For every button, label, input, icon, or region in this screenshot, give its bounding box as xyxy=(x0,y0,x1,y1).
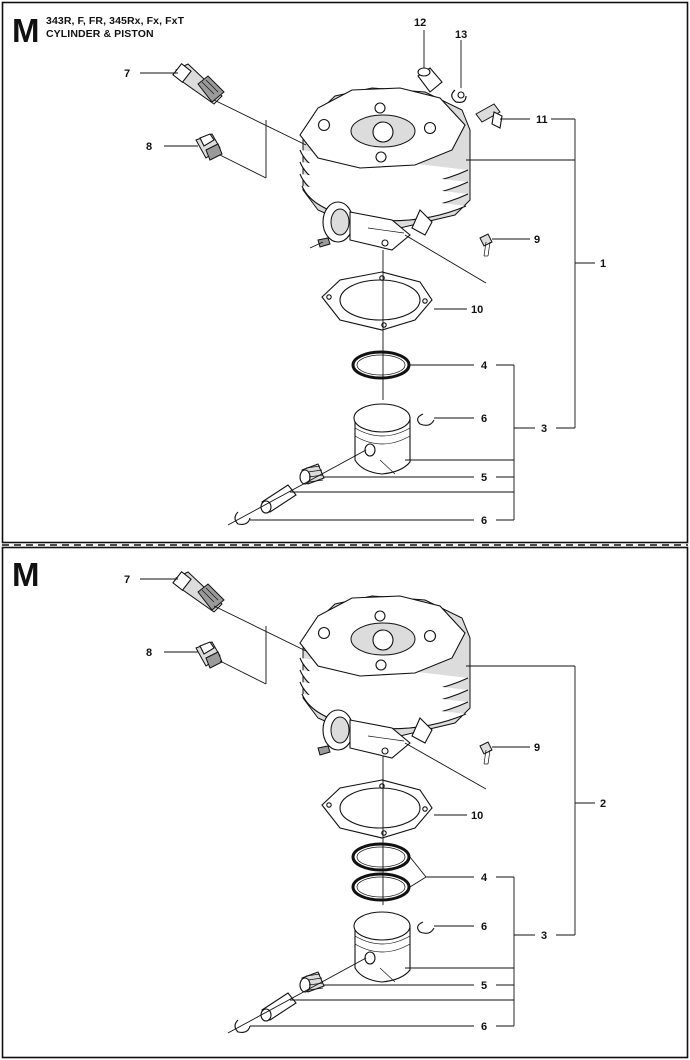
callout-4: 4 xyxy=(481,872,488,884)
cylinder-drawing xyxy=(299,595,471,759)
callout-6b: 6 xyxy=(481,515,487,527)
bottom-panel-border xyxy=(1,546,689,1059)
piston-ring-drawing xyxy=(351,350,411,380)
needle-bearing-drawing xyxy=(299,463,325,485)
callout-6a: 6 xyxy=(481,921,487,933)
piston-drawing xyxy=(353,403,411,475)
callout-8: 8 xyxy=(146,647,152,659)
callout-5: 5 xyxy=(481,980,487,992)
callout-1: 1 xyxy=(600,258,606,270)
leader-lines xyxy=(140,578,595,1034)
snap-ring-drawing xyxy=(417,921,435,934)
section-letter-top: M xyxy=(12,12,40,49)
callout-3: 3 xyxy=(541,423,547,435)
callout-9: 9 xyxy=(534,742,540,754)
callout-6a: 6 xyxy=(481,413,487,425)
top-panel: 7 8 12 13 11 1 9 10 4 6 3 5 6 xyxy=(1,1,689,544)
wrist-pin-drawing xyxy=(260,992,297,1022)
piston-drawing xyxy=(353,911,411,983)
gasket-drawing xyxy=(321,779,433,839)
wrist-pin-drawing xyxy=(260,484,297,514)
callout-10: 10 xyxy=(471,304,483,316)
section-title: CYLINDER & PISTON xyxy=(46,28,154,40)
nipple-drawing xyxy=(475,103,503,129)
callout-4: 4 xyxy=(481,360,488,372)
needle-bearing-drawing xyxy=(299,971,325,993)
plug-drawing xyxy=(195,133,223,161)
plug-drawing xyxy=(195,641,223,669)
callout-2: 2 xyxy=(600,798,606,810)
callout-11: 11 xyxy=(536,114,548,126)
piston-ring-drawing-b xyxy=(351,872,411,902)
clip-drawing xyxy=(451,89,467,103)
callout-13: 13 xyxy=(455,29,467,41)
decompression-valve-drawing xyxy=(172,63,225,105)
callout-6b: 6 xyxy=(481,1021,487,1033)
callout-7: 7 xyxy=(124,574,130,586)
callout-9: 9 xyxy=(534,234,540,246)
cylinder-drawing xyxy=(299,87,471,251)
snap-ring-drawing xyxy=(417,413,435,426)
callout-3: 3 xyxy=(541,930,547,942)
screw-drawing xyxy=(479,741,493,765)
leader-lines xyxy=(140,30,595,526)
callout-10: 10 xyxy=(471,810,483,822)
piston-ring-drawing-a xyxy=(351,842,411,872)
callout-8: 8 xyxy=(146,141,152,153)
callout-5: 5 xyxy=(481,472,487,484)
top-panel-border xyxy=(1,1,689,544)
sleeve-drawing xyxy=(417,67,443,93)
gasket-drawing xyxy=(321,271,433,331)
model-list-title: 343R, F, FR, 345Rx, Fx, FxT xyxy=(46,15,185,27)
bottom-panel: 7 8 9 2 10 4 6 3 5 6 xyxy=(1,546,689,1059)
screw-drawing xyxy=(479,233,493,257)
callout-12: 12 xyxy=(414,17,426,29)
callout-7: 7 xyxy=(124,68,130,80)
section-letter-bottom: M xyxy=(12,556,40,593)
decompression-valve-drawing xyxy=(172,571,225,613)
